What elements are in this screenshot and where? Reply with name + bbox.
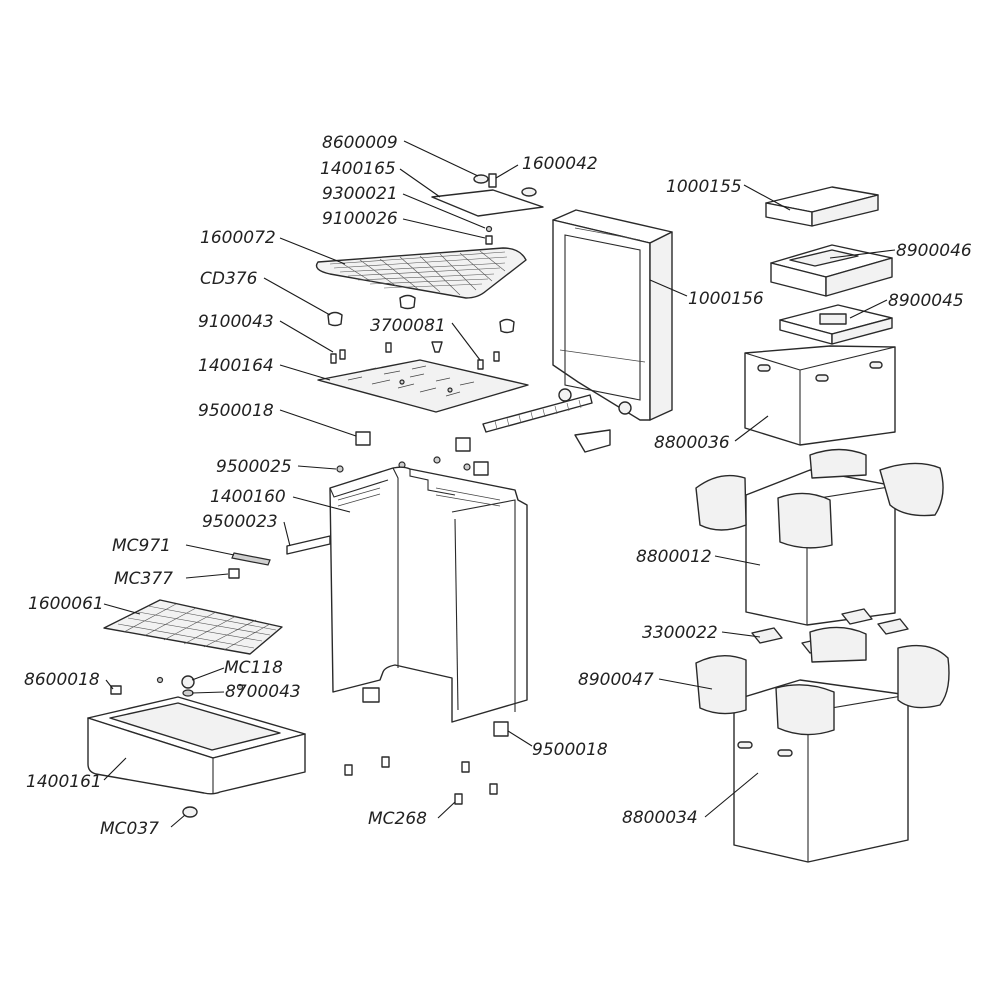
plate-1400164 — [317, 359, 529, 413]
clip-mc377 — [228, 568, 240, 579]
callout-9500018-bottom: 9500018 — [532, 740, 608, 760]
base-tray-1400161 — [87, 696, 306, 795]
callout-1600042: 1600042 — [522, 154, 598, 174]
callout-mc118: MC118 — [224, 658, 283, 678]
callout-mc377: MC377 — [114, 569, 173, 589]
callout-8800036: 8800036 — [654, 433, 730, 453]
callout-1000155: 1000155 — [666, 177, 742, 197]
callout-8800034: 8800034 — [622, 808, 698, 828]
feet-cd376 — [327, 294, 515, 334]
top-small-parts — [431, 173, 544, 245]
callout-3300022: 3300022 — [642, 623, 718, 643]
upper-unit-1000156 — [552, 209, 673, 453]
main-body-1400160 — [329, 466, 528, 737]
callout-1600061: 1600061 — [28, 594, 104, 614]
callout-1000156: 1000156 — [688, 289, 764, 309]
callout-1600072: 1600072 — [200, 228, 276, 248]
screws-9500025 — [336, 456, 471, 473]
callout-8900045: 8900045 — [888, 291, 964, 311]
callout-9500018-top: 9500018 — [198, 401, 274, 421]
callout-9100043: 9100043 — [198, 312, 274, 332]
blocks-9500018-top — [355, 431, 489, 476]
callout-cd376: CD376 — [200, 269, 258, 289]
callout-1400161: 1400161 — [26, 772, 102, 792]
washer-mc037 — [182, 806, 198, 818]
screws-upper — [330, 341, 500, 370]
screws-mc268 — [344, 756, 498, 805]
callout-8600018: 8600018 — [24, 670, 100, 690]
carton-8800012 — [695, 448, 944, 626]
insert-8900046 — [770, 244, 893, 297]
callout-8700043: 8700043 — [225, 682, 301, 702]
callout-8900046: 8900046 — [896, 241, 972, 261]
threaded-shaft — [482, 394, 593, 433]
sleeve-8800036 — [744, 345, 896, 446]
callout-9500025: 9500025 — [216, 457, 292, 477]
small-fasteners-lower-left — [110, 675, 244, 697]
callout-1400160: 1400160 — [210, 487, 286, 507]
callout-mc971: MC971 — [112, 536, 171, 556]
grille-1600061 — [103, 599, 283, 655]
callout-labels: 8600009 1400165 9300021 9100026 1600042 … — [24, 133, 972, 839]
callout-9100026: 9100026 — [322, 209, 398, 229]
callout-mc037: MC037 — [100, 819, 159, 839]
callout-3700081: 3700081 — [370, 316, 446, 336]
rod-9500023 — [286, 535, 331, 555]
leader-lines — [103, 140, 896, 828]
carton-8800034 — [695, 626, 950, 863]
callout-9500023: 9500023 — [202, 512, 278, 532]
box-1000155 — [765, 186, 879, 227]
grille-1600072 — [315, 247, 527, 299]
callout-1400164: 1400164 — [198, 356, 274, 376]
callout-8900047: 8900047 — [578, 670, 654, 690]
callout-8600009: 8600009 — [322, 133, 398, 153]
callout-mc268: MC268 — [368, 809, 427, 829]
callout-9300021: 9300021 — [322, 184, 398, 204]
insert-8900045 — [779, 304, 893, 345]
callout-1400165: 1400165 — [320, 159, 396, 179]
spring-mc971 — [231, 552, 271, 566]
callout-8800012: 8800012 — [636, 547, 712, 567]
